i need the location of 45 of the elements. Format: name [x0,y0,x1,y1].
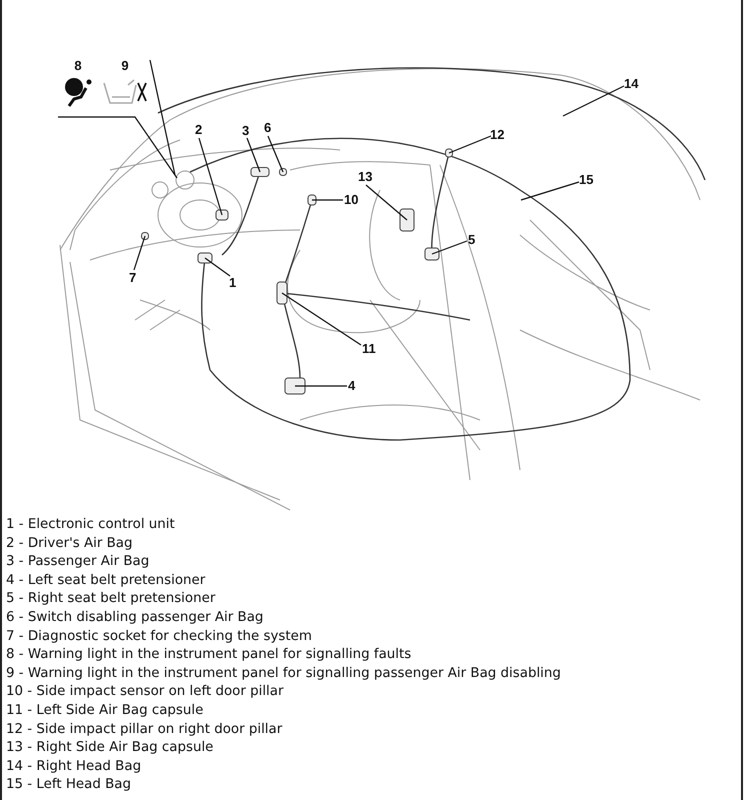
legend-text: 3 - Passenger Air Bag [6,554,150,570]
leader-line [366,184,408,220]
leader-line [312,199,343,201]
callout-number: 14 [624,76,638,91]
callout-number: 15 [579,172,594,187]
leader-line [520,181,580,201]
callout-number: 7 [129,270,136,285]
callout-number: 10 [344,192,358,207]
legend-text: 15 - Left Head Bag [6,777,131,794]
callout-number: 3 [242,123,250,138]
legend-text: 4 - Left seat belt pretensioner [6,572,206,589]
legend-text: 13 - Right Side Air Bag capsule [6,740,214,756]
callout-number: 4 [348,378,356,393]
legend-text: 1 - Electronic control unit [6,517,175,533]
callout-number: 6 [264,120,272,135]
legend-text: 11 - Left Side Air Bag capsule [6,703,204,719]
legend-text: 12 - Side impact pillar on right door pillar [6,722,282,738]
legend-text: 9 - Warning light in the instrument panel for signalling passenger Air Bag disabling [6,666,561,682]
leader-line [204,258,230,276]
legend-text: 2 - Driver's Air Bag [6,536,133,552]
leader-line [149,60,176,176]
leader-line [267,136,284,172]
callout-number: 8 [73,58,83,73]
legend-text: 7 - Diagnostic socket for checking the system [6,628,312,645]
callout-number: 9 [120,58,130,73]
leader-line [58,116,178,178]
leader-line [295,385,347,387]
legend-text: 8 - Warning light in the instrument panel for signalling faults [6,647,412,664]
leader-line [198,138,223,216]
callout-number: 2 [195,122,202,137]
callout-number: 11 [362,341,376,356]
callout-number: 1 [229,275,236,290]
leader-line [448,135,492,154]
legend-text: 6 - Switch disabling passenger Air Bag [6,610,264,626]
legend-text: 10 - Side impact sensor on left door pillar [6,684,284,700]
legend-text: 5 - Right seat belt pretensioner [6,591,216,608]
leader-line [282,292,362,346]
callout-number: 13 [358,169,372,184]
leader-line [246,138,261,172]
leader-line [562,85,624,117]
leader-line [133,236,146,270]
legend-text: 14 - Right Head Bag [6,758,142,775]
callout-number: 12 [490,127,504,142]
callout-number: 5 [468,232,476,247]
leader-line [432,240,468,255]
